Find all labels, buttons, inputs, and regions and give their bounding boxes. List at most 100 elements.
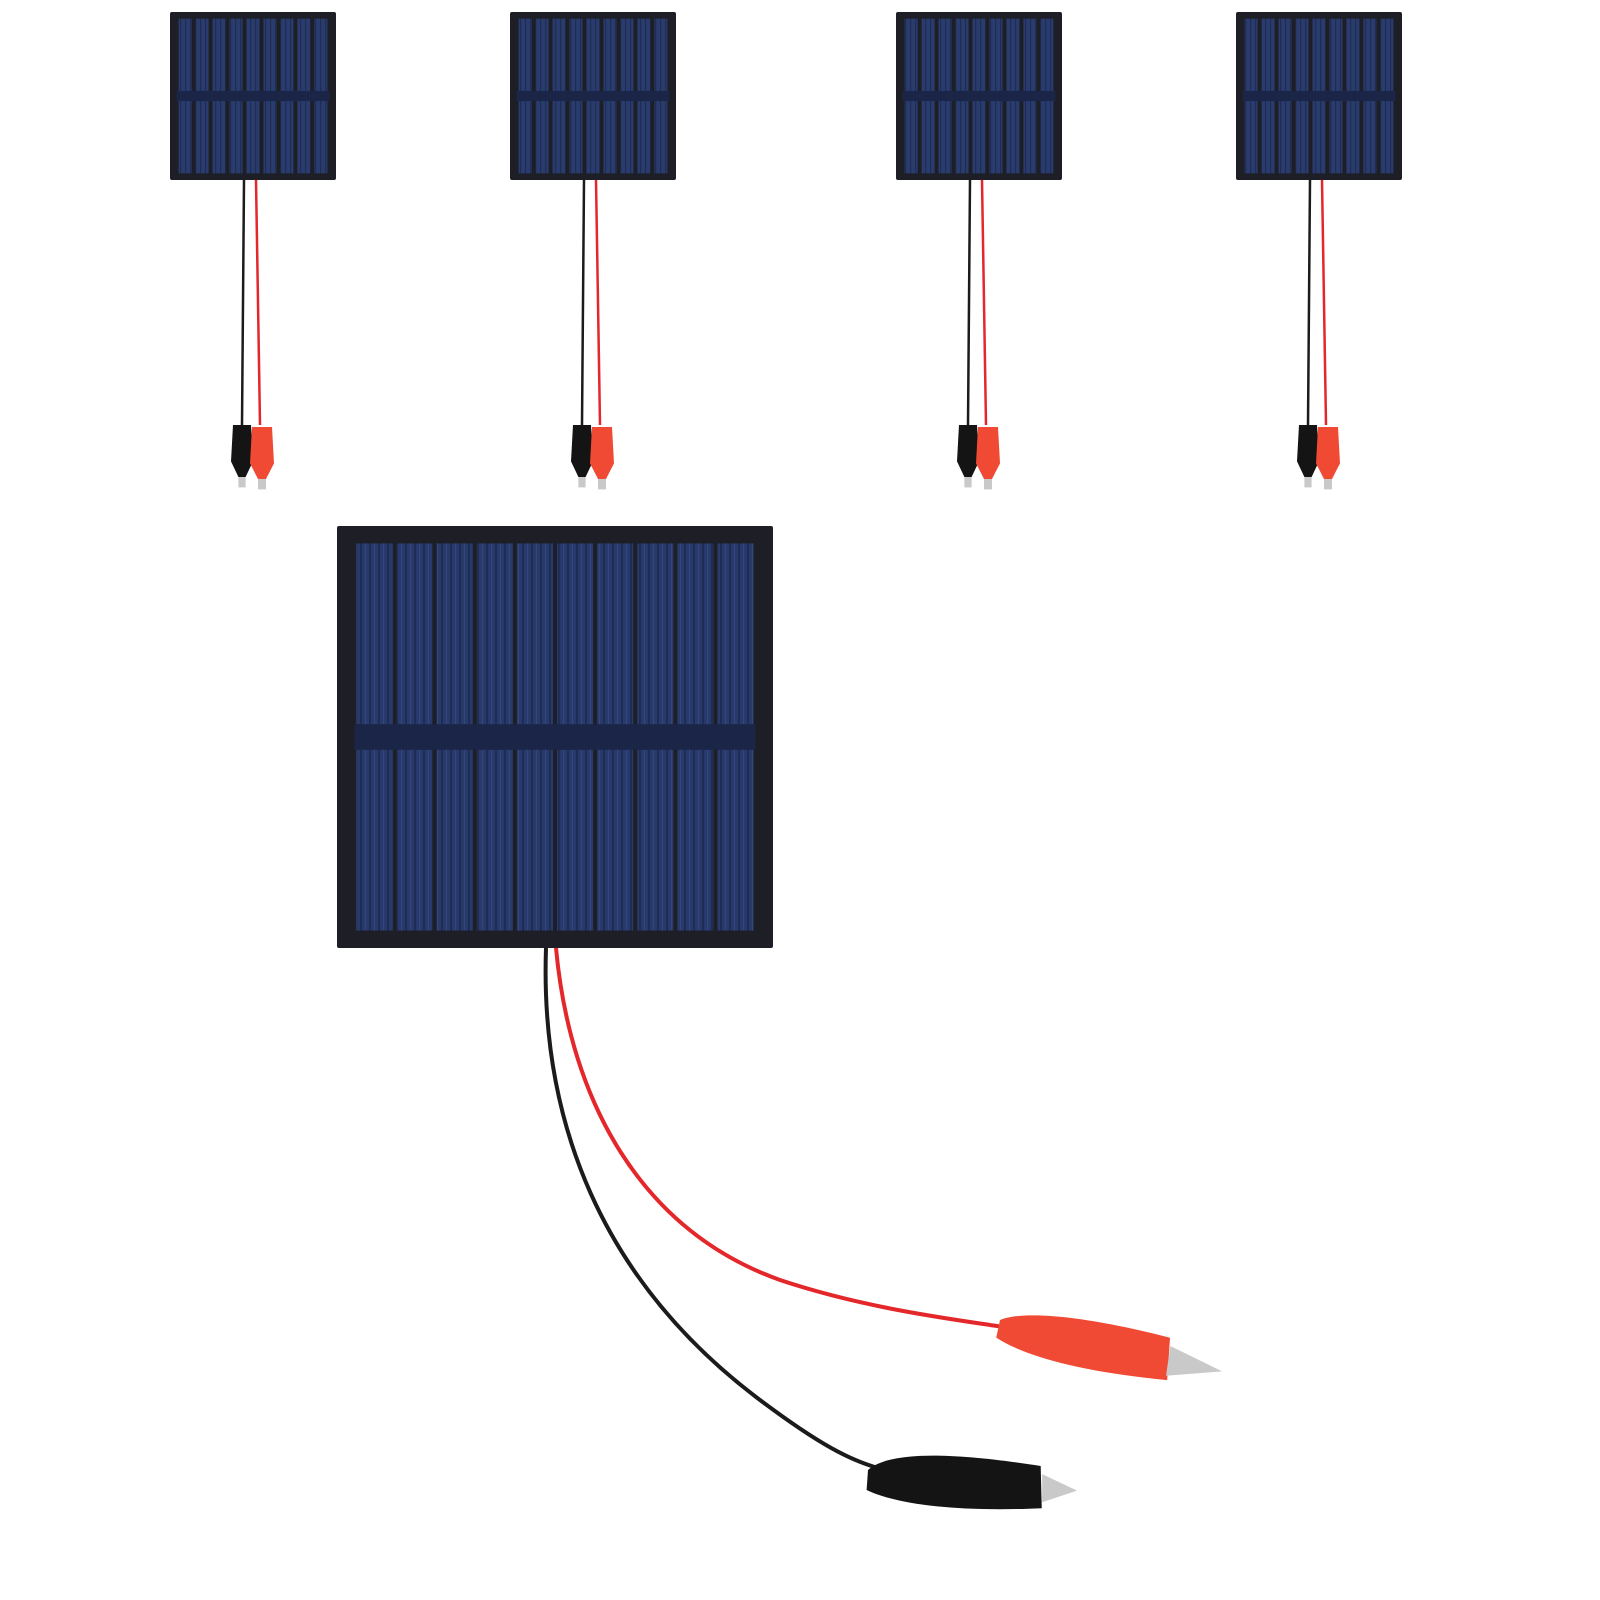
solar-cell xyxy=(1040,101,1054,174)
solar-cell xyxy=(557,749,594,931)
clip-body xyxy=(996,1315,1171,1381)
solar-cell xyxy=(518,18,532,91)
solar-cell xyxy=(1312,101,1326,174)
clip-jaw xyxy=(578,477,586,488)
solar-cell xyxy=(476,749,513,931)
solar-cell xyxy=(557,543,594,725)
solar-cell xyxy=(1006,101,1020,174)
solar-cell xyxy=(516,749,553,931)
solar-cell xyxy=(717,543,754,725)
solar-cell xyxy=(178,18,192,91)
red-alligator-clip xyxy=(996,1315,1223,1381)
solar-cell xyxy=(1278,101,1292,174)
solar-cell xyxy=(904,18,918,91)
solar-cell xyxy=(1261,101,1275,174)
solar-cell xyxy=(597,749,634,931)
solar-cell xyxy=(1346,101,1360,174)
solar-cell xyxy=(212,101,226,174)
solar-cell xyxy=(356,543,393,725)
solar-cell xyxy=(938,18,952,91)
solar-cell xyxy=(396,543,433,725)
solar-cell xyxy=(955,18,969,91)
solar-cell xyxy=(1023,101,1037,174)
bus-bar xyxy=(902,90,1056,102)
solar-cell xyxy=(989,18,1003,91)
solar-cell xyxy=(654,18,668,91)
solar-cell xyxy=(476,543,513,725)
clip-jaw xyxy=(238,477,246,488)
bus-bar xyxy=(354,724,756,750)
bus-bar xyxy=(516,90,670,102)
solar-cell xyxy=(516,543,553,725)
solar-cell xyxy=(195,101,209,174)
solar-cell xyxy=(1040,18,1054,91)
solar-cell xyxy=(552,18,566,91)
solar-cell xyxy=(1295,18,1309,91)
alligator-clip xyxy=(571,425,593,477)
solar-cell xyxy=(1244,18,1258,91)
solar-cell xyxy=(1346,18,1360,91)
small-solar-panel-2 xyxy=(510,12,676,490)
solar-cell xyxy=(717,749,754,931)
solar-cell xyxy=(1006,18,1020,91)
solar-cell xyxy=(1329,18,1343,91)
red-wire xyxy=(594,179,602,426)
solar-cell xyxy=(1380,18,1394,91)
alligator-clip xyxy=(957,425,979,477)
black-alligator-clip xyxy=(866,1455,1078,1510)
solar-cell xyxy=(1244,101,1258,174)
clip-jaw xyxy=(1166,1345,1223,1376)
red-wire xyxy=(554,947,1011,1330)
solar-cell xyxy=(396,749,433,931)
small-solar-panel-4 xyxy=(1236,12,1402,490)
small-solar-panel-3 xyxy=(896,12,1062,490)
red-wire xyxy=(980,179,988,426)
clip-jaw xyxy=(258,479,266,490)
solar-cell xyxy=(620,18,634,91)
solar-cell xyxy=(1312,18,1326,91)
solar-cell xyxy=(436,543,473,725)
solar-cell xyxy=(972,101,986,174)
solar-cell xyxy=(904,101,918,174)
solar-cell xyxy=(263,101,277,174)
black-wire xyxy=(240,179,246,426)
solar-cell xyxy=(1363,18,1377,91)
solar-cell xyxy=(603,18,617,91)
solar-cell xyxy=(1295,101,1309,174)
solar-cell xyxy=(677,749,714,931)
alligator-clip xyxy=(590,427,614,479)
alligator-clip xyxy=(250,427,274,479)
solar-cell xyxy=(972,18,986,91)
black-wire xyxy=(580,179,586,426)
solar-cell xyxy=(436,749,473,931)
small-solar-panel-1 xyxy=(170,12,336,490)
clip-jaw xyxy=(964,477,972,488)
alligator-clip xyxy=(231,425,253,477)
solar-cell xyxy=(586,18,600,91)
solar-cell xyxy=(552,101,566,174)
clip-jaw xyxy=(1304,477,1312,488)
clip-body xyxy=(866,1455,1042,1510)
solar-cell xyxy=(1278,18,1292,91)
alligator-clip xyxy=(976,427,1000,479)
solar-cell xyxy=(280,18,294,91)
solar-cell xyxy=(229,101,243,174)
solar-cell xyxy=(637,543,674,725)
red-wire xyxy=(254,179,262,426)
bus-bar xyxy=(176,90,330,102)
clip-jaw xyxy=(1324,479,1332,490)
solar-cell xyxy=(356,749,393,931)
solar-cell xyxy=(989,101,1003,174)
solar-cell xyxy=(1329,101,1343,174)
solar-cell xyxy=(677,543,714,725)
red-wire xyxy=(1320,179,1328,426)
solar-cell xyxy=(263,18,277,91)
clip-jaw xyxy=(1042,1474,1078,1503)
solar-cell xyxy=(637,18,651,91)
solar-cell xyxy=(1023,18,1037,91)
solar-cell xyxy=(297,18,311,91)
solar-cell xyxy=(1363,101,1377,174)
solar-cell xyxy=(535,18,549,91)
